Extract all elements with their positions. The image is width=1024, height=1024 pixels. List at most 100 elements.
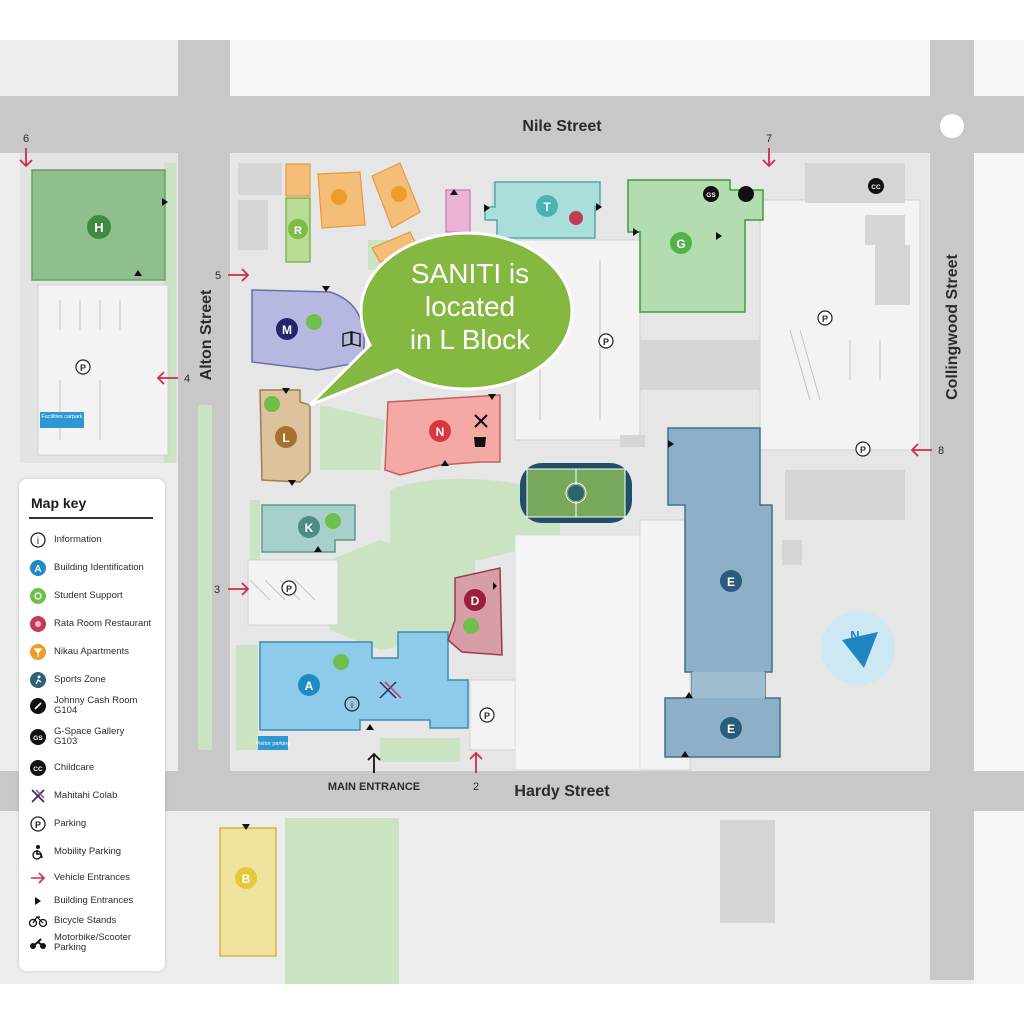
vehicle-entrance-icon: [29, 869, 47, 887]
legend-item-label: Building Identification: [54, 562, 144, 573]
building-a[interactable]: [259, 631, 469, 731]
building-d-label[interactable]: D: [471, 594, 480, 608]
legend-item-label: Nikau Apartments: [54, 646, 129, 657]
legend-item: i Information: [29, 531, 163, 549]
legend-item-label: Student Support: [54, 590, 123, 601]
service-icons: GS CC i: [264, 178, 884, 712]
main-entrance-arrow: [367, 752, 381, 773]
building-entrances: [134, 189, 722, 830]
legend-item: Sports Zone: [29, 671, 163, 689]
map-key: Map key i Information A Building Identif…: [19, 479, 165, 971]
legend-item-label: Johnny Cash Room G104: [54, 695, 138, 716]
svg-text:i: i: [37, 536, 39, 547]
student-support-icon: [333, 654, 349, 670]
legend-item-label: Information: [54, 534, 102, 545]
building-m-label[interactable]: M: [282, 323, 292, 337]
legend-item: Bicycle Stands: [29, 912, 163, 930]
building-a-label[interactable]: A: [305, 679, 314, 693]
map-key-divider: [29, 517, 153, 519]
g-space-gallery-icon: [703, 186, 719, 202]
vehicle-entrance-numbers: 6 7 5 4 3 2 8: [23, 133, 944, 793]
svg-text:P: P: [484, 711, 490, 721]
legend-item-label: Sports Zone: [54, 674, 106, 685]
svg-text:N: N: [850, 628, 859, 643]
svg-text:4: 4: [184, 373, 190, 385]
legend-item-label: Mahitahi Colab: [54, 790, 118, 801]
vehicle-entrance-arrows: [19, 148, 932, 773]
svg-text:P: P: [80, 363, 86, 373]
svg-text:CC: CC: [871, 184, 881, 191]
student-support-icon: [463, 618, 479, 634]
legend-item: Building Entrances: [29, 892, 163, 910]
building-h-label[interactable]: H: [94, 220, 103, 235]
svg-text:6: 6: [23, 133, 29, 145]
north-arrow-icon: [842, 632, 878, 668]
building-g-label[interactable]: G: [676, 237, 685, 251]
building-markers: H M L K A D N E E G T R B: [87, 195, 742, 889]
callout-line-1: SANITI is: [410, 258, 530, 289]
building-r-label[interactable]: R: [294, 225, 302, 237]
building-m[interactable]: [251, 289, 365, 371]
parking-icon: P: [29, 815, 47, 833]
building-id-icon: A: [29, 559, 47, 577]
legend-item: A Building Identification: [29, 559, 163, 577]
student-support-icon: [306, 314, 322, 330]
legend-item: CC Childcare: [29, 759, 163, 777]
building-b-label[interactable]: B: [242, 872, 251, 886]
hardy-street-label: Hardy Street: [514, 783, 610, 800]
childcare-icon: CC: [29, 759, 47, 777]
callout-line-3: in L Block: [409, 324, 531, 355]
sports-zone-icon: [29, 671, 47, 689]
building-l-label[interactable]: L: [282, 431, 289, 445]
callout-line-2: located: [424, 291, 516, 322]
svg-text:P: P: [286, 584, 292, 594]
building-n-label[interactable]: N: [436, 425, 445, 439]
student-support-icon: [325, 513, 341, 529]
svg-text:7: 7: [766, 133, 772, 145]
legend-item: GS G-Space Gallery G103: [29, 727, 163, 747]
svg-text:P: P: [35, 820, 41, 830]
legend-item: Johnny Cash Room G104: [29, 696, 163, 716]
nile-street-label: Nile Street: [522, 118, 602, 135]
g-space-gallery-icon: GS: [29, 728, 47, 746]
svg-text:3: 3: [214, 584, 220, 596]
svg-text:P: P: [822, 314, 828, 324]
legend-item: Student Support: [29, 587, 163, 605]
legend-item-label: Parking: [54, 818, 87, 829]
svg-text:GS: GS: [706, 192, 716, 199]
mahitahi-colab-icon: [29, 787, 47, 805]
svg-text:8: 8: [938, 445, 944, 457]
building-t-label[interactable]: T: [543, 200, 551, 214]
cafe-icon: [474, 437, 486, 447]
visitor-parking-label: Visitor parking: [256, 741, 291, 747]
building-k-label[interactable]: K: [305, 521, 314, 535]
johnny-cash-room-icon: [29, 697, 47, 715]
saniti-callout: [308, 231, 574, 407]
legend-item-label: Vehicle Entrances: [54, 872, 131, 883]
facilities-carpark-label: Facilities carpark: [41, 414, 83, 420]
building-entrance-icon: [29, 892, 47, 910]
childcare-icon: [868, 178, 884, 194]
johnny-cash-room-icon: [738, 186, 754, 202]
building-d[interactable]: [447, 567, 503, 656]
rata-room-icon: [569, 211, 583, 225]
legend-item: Nikau Apartments: [29, 643, 163, 661]
svg-text:CC: CC: [33, 766, 43, 773]
legend-item-label: Building Entrances: [54, 895, 134, 906]
svg-text:P: P: [860, 445, 866, 455]
collingwood-street-label: Collingwood Street: [944, 253, 961, 399]
nikau-apartments-icon: [391, 186, 407, 202]
map-key-title: Map key: [31, 495, 87, 511]
mobility-parking-icon: [29, 843, 47, 861]
mahitahi-colab-icon: [379, 681, 402, 699]
motorbike-parking-icon: [29, 934, 47, 952]
building-e2-label[interactable]: E: [727, 722, 735, 736]
svg-text:5: 5: [215, 270, 221, 282]
building-e-label[interactable]: E: [727, 575, 735, 589]
student-support-icon: [29, 587, 47, 605]
legend-item-label: Bicycle Stands: [54, 915, 117, 926]
building-b[interactable]: [219, 827, 277, 957]
student-support-icon: [264, 396, 280, 412]
nikau-apartments-icon: [29, 643, 47, 661]
alton-street-label: Alton Street: [198, 289, 215, 380]
